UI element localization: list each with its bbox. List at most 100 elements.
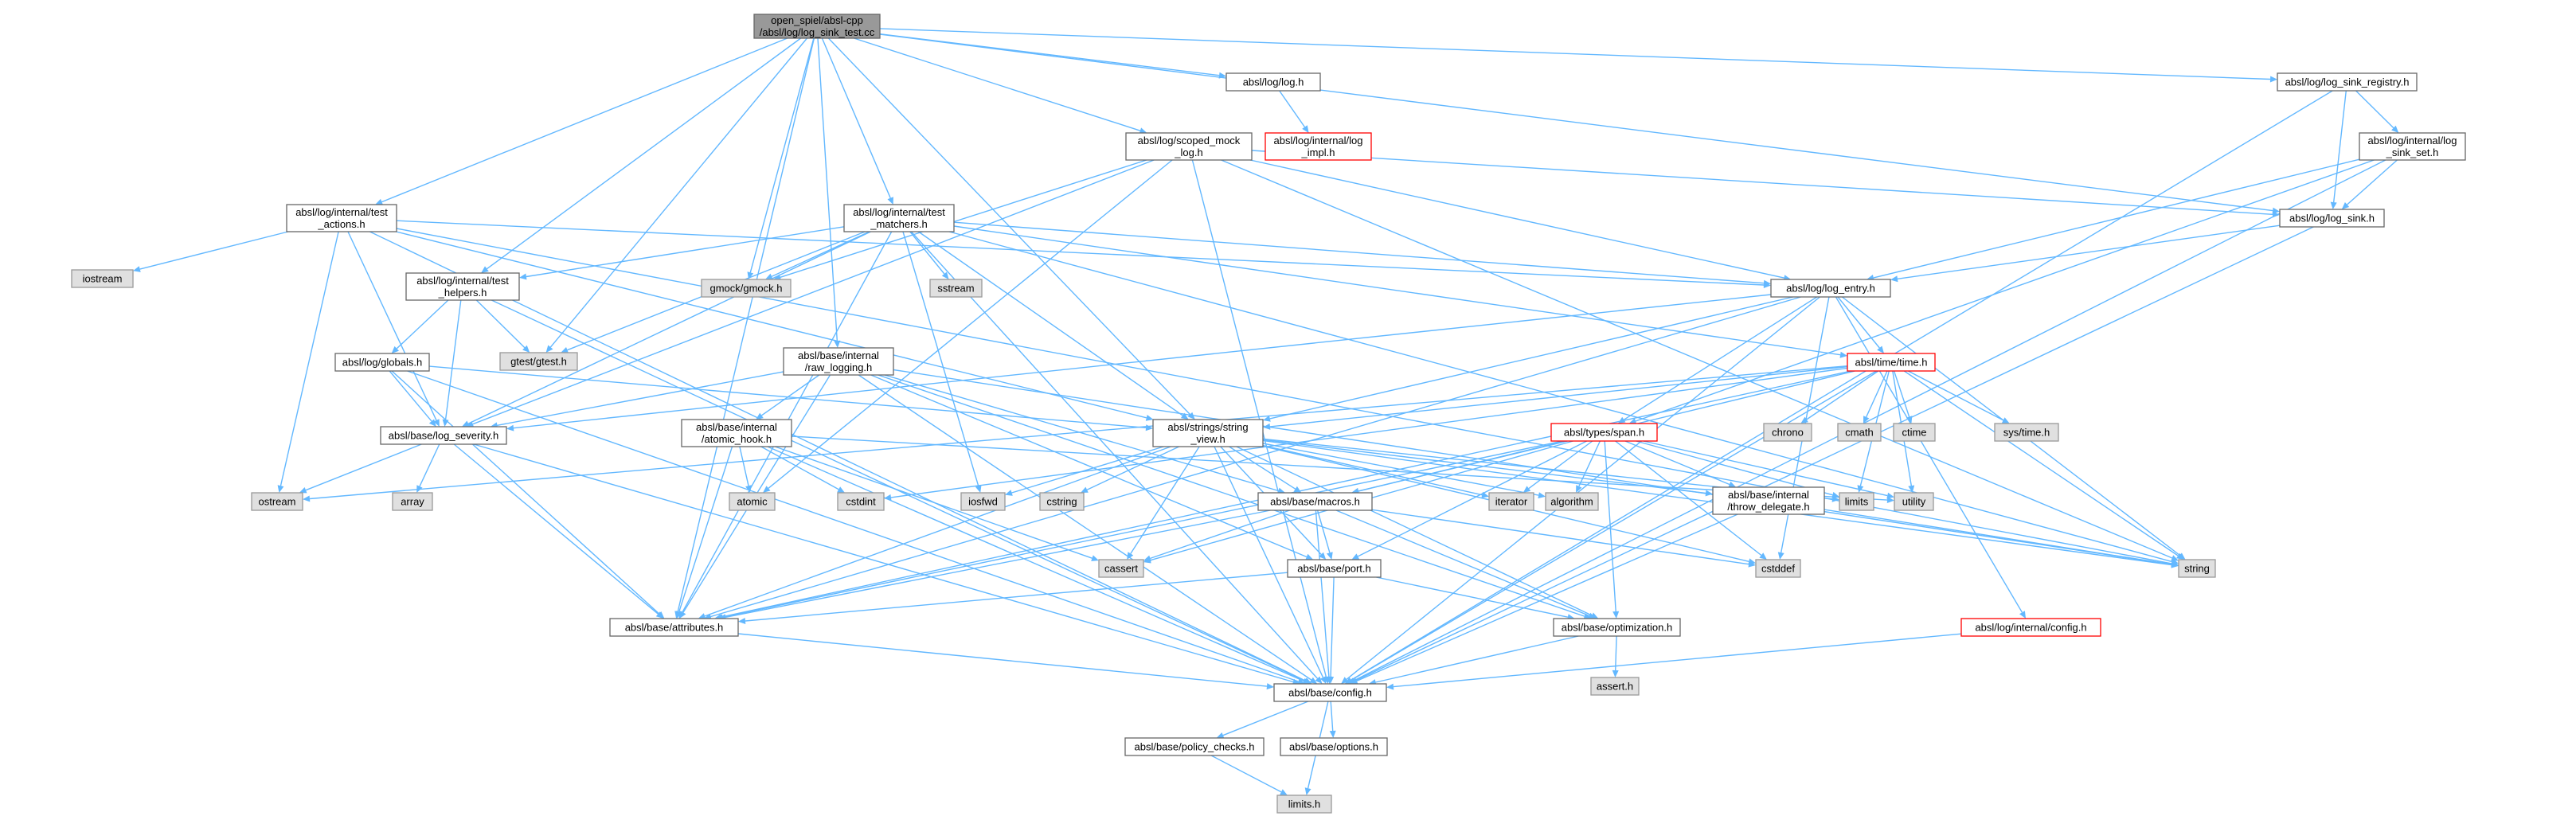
node-log-config[interactable]: absl/log/internal/config.h <box>1960 618 2101 637</box>
node-systime: sys/time.h <box>1994 423 2059 442</box>
node-sink-set[interactable]: absl/log/internal/log_sink_set.h <box>2359 132 2466 161</box>
edge-arrowhead-time_h-to-chrono <box>1800 416 1808 424</box>
edge-log_entry-to-log_severity <box>513 294 1772 429</box>
node-test-matchers[interactable]: absl/log/internal/test_matchers.h <box>843 204 955 232</box>
node-label: assert.h <box>1597 681 1633 693</box>
node-label: chrono <box>1772 427 1804 439</box>
node-box <box>1488 492 1534 511</box>
edge-arrowhead-attributes-to-config <box>1266 683 1274 690</box>
edge-arrowhead-time_h-to-systime <box>2001 417 2010 424</box>
node-optimization[interactable]: absl/base/optimization.h <box>1553 618 1681 637</box>
edge-arrowhead-atomic_hook-to-cstdint <box>837 486 845 493</box>
node-ostream: ostream <box>251 492 303 511</box>
node-label: utility <box>1902 496 1926 508</box>
node-test-actions[interactable]: absl/log/internal/test_actions.h <box>286 204 397 232</box>
node-box <box>960 492 1006 511</box>
edge-root-to-gtest <box>549 37 808 348</box>
node-label: absl/log/log_sink.h <box>2289 213 2375 224</box>
edge-throw_delegate-to-string <box>1824 509 2172 565</box>
node-box <box>1287 559 1382 578</box>
node-box <box>334 353 430 372</box>
edge-arrowhead-span-to-limits <box>1831 491 1839 498</box>
edge-arrowhead-test_matchers-to-sstream <box>941 271 949 279</box>
edge-root-to-test_actions <box>381 37 788 203</box>
node-time-h[interactable]: absl/time/time.h <box>1847 353 1936 372</box>
node-label: absl/base/policy_checks.h <box>1134 741 1254 753</box>
node-box <box>1994 423 2059 442</box>
node-label: cmath <box>1845 427 1873 439</box>
edge-test_helpers-to-globals <box>396 299 449 349</box>
edge-arrowhead-macros-to-cstddef <box>1748 560 1756 568</box>
node-log-h[interactable]: absl/log/log.h <box>1225 72 1321 92</box>
node-label: absl/log/log_sink_registry.h <box>2285 76 2410 88</box>
edge-log_h-to-log_impl <box>1279 90 1306 128</box>
edge-arrowhead-time_h-to-ctime <box>1906 416 1913 424</box>
edge-macros-to-config <box>1315 510 1330 677</box>
node-label: absl/base/internal <box>1728 489 1809 501</box>
node-port[interactable]: absl/base/port.h <box>1287 559 1382 578</box>
node-attributes[interactable]: absl/base/attributes.h <box>609 618 739 637</box>
node-label: absl/log/internal/config.h <box>1975 622 2086 634</box>
node-config[interactable]: absl/base/config.h <box>1273 683 1387 702</box>
node-label: iterator <box>1495 496 1528 508</box>
node-label: absl/time/time.h <box>1855 357 1927 369</box>
edge-arrowhead-log_sink-to-log_entry <box>1890 275 1898 283</box>
node-label: absl/log/internal/log <box>1273 135 1362 146</box>
edge-test_actions-to-log_entry <box>396 220 1765 286</box>
node-label: open_spiel/absl-cpp <box>771 14 863 26</box>
edge-arrowhead-root-to-test_actions <box>375 198 383 205</box>
node-throw-delegate[interactable]: absl/base/internal/throw_delegate.h <box>1712 486 1825 515</box>
edge-scoped_mock-to-log_severity <box>472 159 1155 425</box>
edge-arrowhead-scoped_mock-to-atomic <box>763 486 771 493</box>
node-string-view[interactable]: absl/strings/string_view.h <box>1152 419 1264 447</box>
node-options[interactable]: absl/base/options.h <box>1280 737 1388 756</box>
node-root[interactable]: open_spiel/absl-cpp/absl/log/log_sink_te… <box>753 14 881 39</box>
node-array: array <box>392 492 433 511</box>
node-label: _log.h <box>1174 146 1202 158</box>
edge-atomic_hook-to-config <box>767 446 1304 682</box>
node-scoped-mock[interactable]: absl/log/scoped_mock_log.h <box>1125 132 1253 161</box>
edge-arrowhead-registry-to-log_sink <box>2330 201 2337 209</box>
edge-scoped_mock-to-log_sink <box>1251 150 2273 215</box>
node-macros[interactable]: absl/base/macros.h <box>1257 492 1373 511</box>
node-box <box>1152 419 1264 447</box>
node-log-impl[interactable]: absl/log/internal/log_impl.h <box>1265 132 1372 161</box>
edge-test_actions-to-iostream <box>139 231 288 270</box>
node-policy[interactable]: absl/base/policy_checks.h <box>1124 737 1265 756</box>
node-log-sink[interactable]: absl/log/log_sink.h <box>2279 209 2385 228</box>
node-box <box>1894 492 1934 511</box>
node-globals[interactable]: absl/log/globals.h <box>334 353 430 372</box>
edge-arrowhead-raw_logging-to-atomic_hook <box>756 412 764 420</box>
edge-root-to-test_helpers <box>486 37 802 270</box>
node-label: sstream <box>937 283 974 295</box>
edge-string_view-to-cstring <box>1086 446 1179 490</box>
node-registry[interactable]: absl/log/log_sink_registry.h <box>2277 72 2418 92</box>
node-span[interactable]: absl/types/span.h <box>1550 423 1658 442</box>
edge-test_actions-to-ostream <box>279 231 339 486</box>
edge-test_actions-to-string <box>396 228 2172 564</box>
edge-test_matchers-to-gmock <box>771 231 870 277</box>
node-box <box>1837 423 1882 442</box>
node-test-helpers[interactable]: absl/log/internal/test_helpers.h <box>405 272 520 301</box>
node-atomic-hook[interactable]: absl/base/internal/atomic_hook.h <box>681 419 792 447</box>
edge-string_view-to-iosfwd <box>1011 446 1164 494</box>
node-raw-logging[interactable]: absl/base/internal/raw_logging.h <box>783 347 894 376</box>
edge-arrowhead-string_view-to-port <box>1319 552 1327 560</box>
edge-raw_logging-to-config <box>858 374 1312 681</box>
node-label: string <box>2184 563 2210 575</box>
node-iterator: iterator <box>1488 492 1534 511</box>
node-box <box>783 347 894 376</box>
edge-sink_set-to-config <box>1353 159 2386 681</box>
node-log-severity[interactable]: absl/base/log_severity.h <box>380 426 507 445</box>
node-label: gtest/gtest.h <box>510 356 567 368</box>
edge-registry-to-config <box>1351 90 2333 681</box>
edge-time_h-to-cmath <box>1866 370 1888 418</box>
edge-arrowhead-test_actions-to-string_view <box>1145 415 1154 421</box>
node-log-entry[interactable]: absl/log/log_entry.h <box>1770 279 1891 298</box>
edge-registry-to-sink_set <box>2355 90 2394 129</box>
node-label: absl/log/internal/test <box>295 206 388 218</box>
edge-arrowhead-root-to-test_helpers <box>481 266 489 273</box>
edge-arrowhead-root-to-test_matchers <box>887 197 893 205</box>
edge-optimization-to-config <box>1375 635 1579 683</box>
